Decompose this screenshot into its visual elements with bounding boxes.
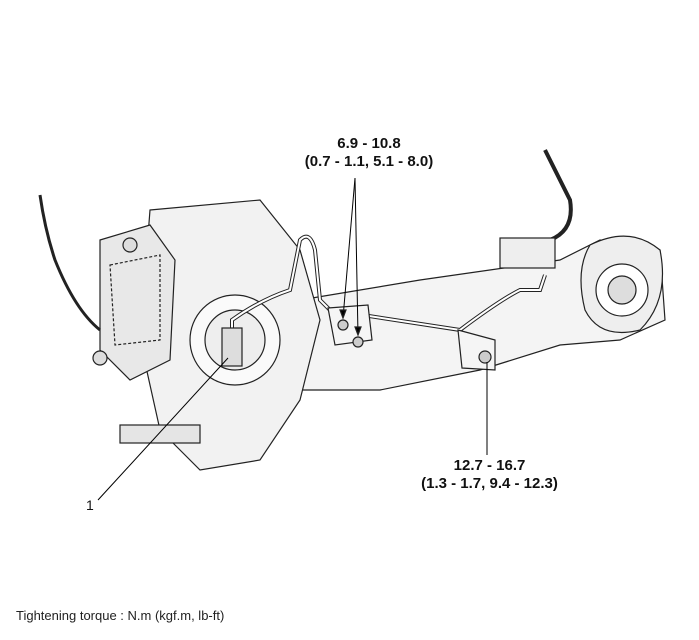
part-number-label: 1 [86, 497, 94, 513]
torque-nm: 12.7 - 16.7 [453, 457, 526, 474]
harness [499, 149, 573, 247]
bolt-2 [352, 336, 364, 348]
wheel-speed-sensor [221, 327, 243, 367]
bolt-3 [478, 350, 492, 364]
brake-hose [38, 194, 101, 332]
torque-nm: 6.9 - 10.8 [337, 135, 401, 152]
torque-callout-upper: 6.9 - 10.8 (0.7 - 1.1, 5.1 - 8.0) [284, 135, 454, 171]
bolt-1 [337, 319, 349, 331]
bracket-upper [327, 304, 373, 346]
torque-callout-lower: 12.7 - 16.7 (1.3 - 1.7, 9.4 - 12.3) [402, 457, 577, 493]
caliper [99, 224, 176, 381]
connector [499, 237, 556, 269]
torque-units-note: Tightening torque : N.m (kgf.m, lb-ft) [16, 608, 225, 623]
torque-other-units: (1.3 - 1.7, 9.4 - 12.3) [421, 475, 558, 492]
torque-other-units: (0.7 - 1.1, 5.1 - 8.0) [304, 153, 434, 170]
